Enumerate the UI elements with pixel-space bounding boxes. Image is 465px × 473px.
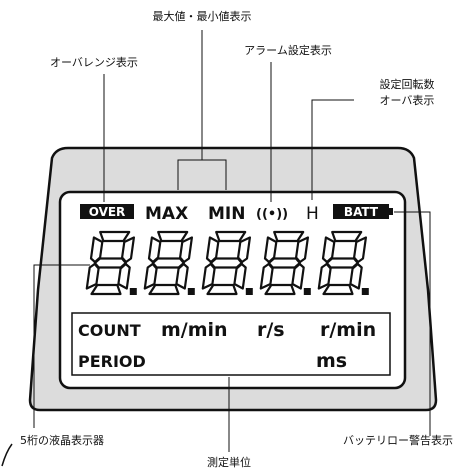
digit-3-segment-c bbox=[233, 262, 247, 290]
digit-2-segment-e bbox=[143, 262, 158, 290]
digit-4-segment-c bbox=[291, 262, 305, 290]
digit-1-segment-a bbox=[99, 230, 131, 243]
digit-5-segment-b bbox=[353, 236, 367, 264]
digit-5-decimal-point bbox=[361, 288, 369, 295]
leader-speed-over bbox=[311, 99, 354, 200]
digit-2-segment-g bbox=[151, 257, 185, 269]
over-badge bbox=[80, 204, 134, 219]
digit-5-segment-f bbox=[321, 236, 336, 264]
label-over-range: オーバレンジ表示 bbox=[50, 55, 138, 69]
digit-group bbox=[85, 230, 369, 296]
digit-4-segment-b bbox=[295, 236, 309, 264]
digit-1-segment-e bbox=[85, 262, 100, 290]
digit-4-segment-a bbox=[273, 230, 305, 243]
unit-period: PERIOD bbox=[78, 352, 146, 371]
label-battery: バッテリロー警告表示 bbox=[343, 433, 453, 447]
label-unit: 測定単位 bbox=[207, 455, 251, 469]
digit-1-decimal-point bbox=[129, 288, 137, 295]
digit-5-segment-d bbox=[322, 283, 354, 296]
digit-5-segment-a bbox=[331, 230, 363, 243]
label-alarm: アラーム設定表示 bbox=[244, 43, 332, 57]
unit-m-per-min: m/min bbox=[161, 319, 228, 341]
batt-indicator: BATT bbox=[344, 205, 379, 219]
digit-4-segment-d bbox=[264, 283, 296, 296]
digit-4-segment-f bbox=[263, 236, 278, 264]
digit-5-segment-c bbox=[349, 262, 363, 290]
min-indicator: MIN bbox=[208, 204, 245, 224]
digit-5-segment-g bbox=[325, 257, 359, 269]
leader-maxmin-bracket bbox=[177, 159, 227, 190]
digit-3-segment-g bbox=[209, 257, 243, 269]
label-lcd-digits: 5桁の液晶表示器 bbox=[20, 433, 104, 447]
digit-2-segment-c bbox=[175, 262, 189, 290]
digit-4-segment-e bbox=[259, 262, 274, 290]
digit-3-segment-d bbox=[206, 283, 238, 296]
label-speed-over-1: 設定回転数 bbox=[380, 77, 435, 91]
digit-1-segment-c bbox=[117, 262, 131, 290]
digit-1-segment-d bbox=[90, 283, 122, 296]
digit-2-segment-d bbox=[148, 283, 180, 296]
h-indicator: H bbox=[306, 204, 319, 224]
digit-4-segment-g bbox=[267, 257, 301, 269]
digit-2-segment-b bbox=[179, 236, 193, 264]
digit-1-segment-g bbox=[93, 257, 127, 269]
unit-panel bbox=[71, 312, 391, 376]
alarm-icon: ((•)) bbox=[256, 207, 288, 222]
digit-3-segment-a bbox=[215, 230, 247, 243]
label-maxmin: 最大値・最小値表示 bbox=[153, 9, 252, 23]
leader-battery bbox=[394, 211, 431, 436]
digit-2-decimal-point bbox=[187, 288, 195, 295]
digit-3-segment-b bbox=[237, 236, 251, 264]
leader-lcd bbox=[33, 264, 90, 428]
digit-5-segment-e bbox=[317, 262, 332, 290]
digit-4-decimal-point bbox=[303, 288, 311, 295]
digit-2-segment-f bbox=[147, 236, 162, 264]
unit-r-per-s: r/s bbox=[257, 319, 285, 341]
over-indicator: OVER bbox=[89, 205, 126, 219]
digit-3-segment-f bbox=[205, 236, 220, 264]
batt-badge bbox=[333, 204, 389, 219]
digit-1-segment-f bbox=[89, 236, 104, 264]
batt-terminal bbox=[389, 208, 393, 215]
edge-arc bbox=[1, 443, 13, 467]
unit-ms: ms bbox=[316, 350, 347, 372]
digit-3-decimal-point bbox=[245, 288, 253, 295]
label-speed-over-2: オーバ表示 bbox=[380, 93, 435, 107]
max-indicator: MAX bbox=[145, 204, 188, 224]
unit-count: COUNT bbox=[78, 321, 141, 340]
digit-1-segment-b bbox=[120, 236, 135, 264]
digit-2-segment-a bbox=[157, 230, 189, 243]
unit-r-per-min: r/min bbox=[320, 319, 376, 341]
digit-3-segment-e bbox=[201, 262, 216, 290]
